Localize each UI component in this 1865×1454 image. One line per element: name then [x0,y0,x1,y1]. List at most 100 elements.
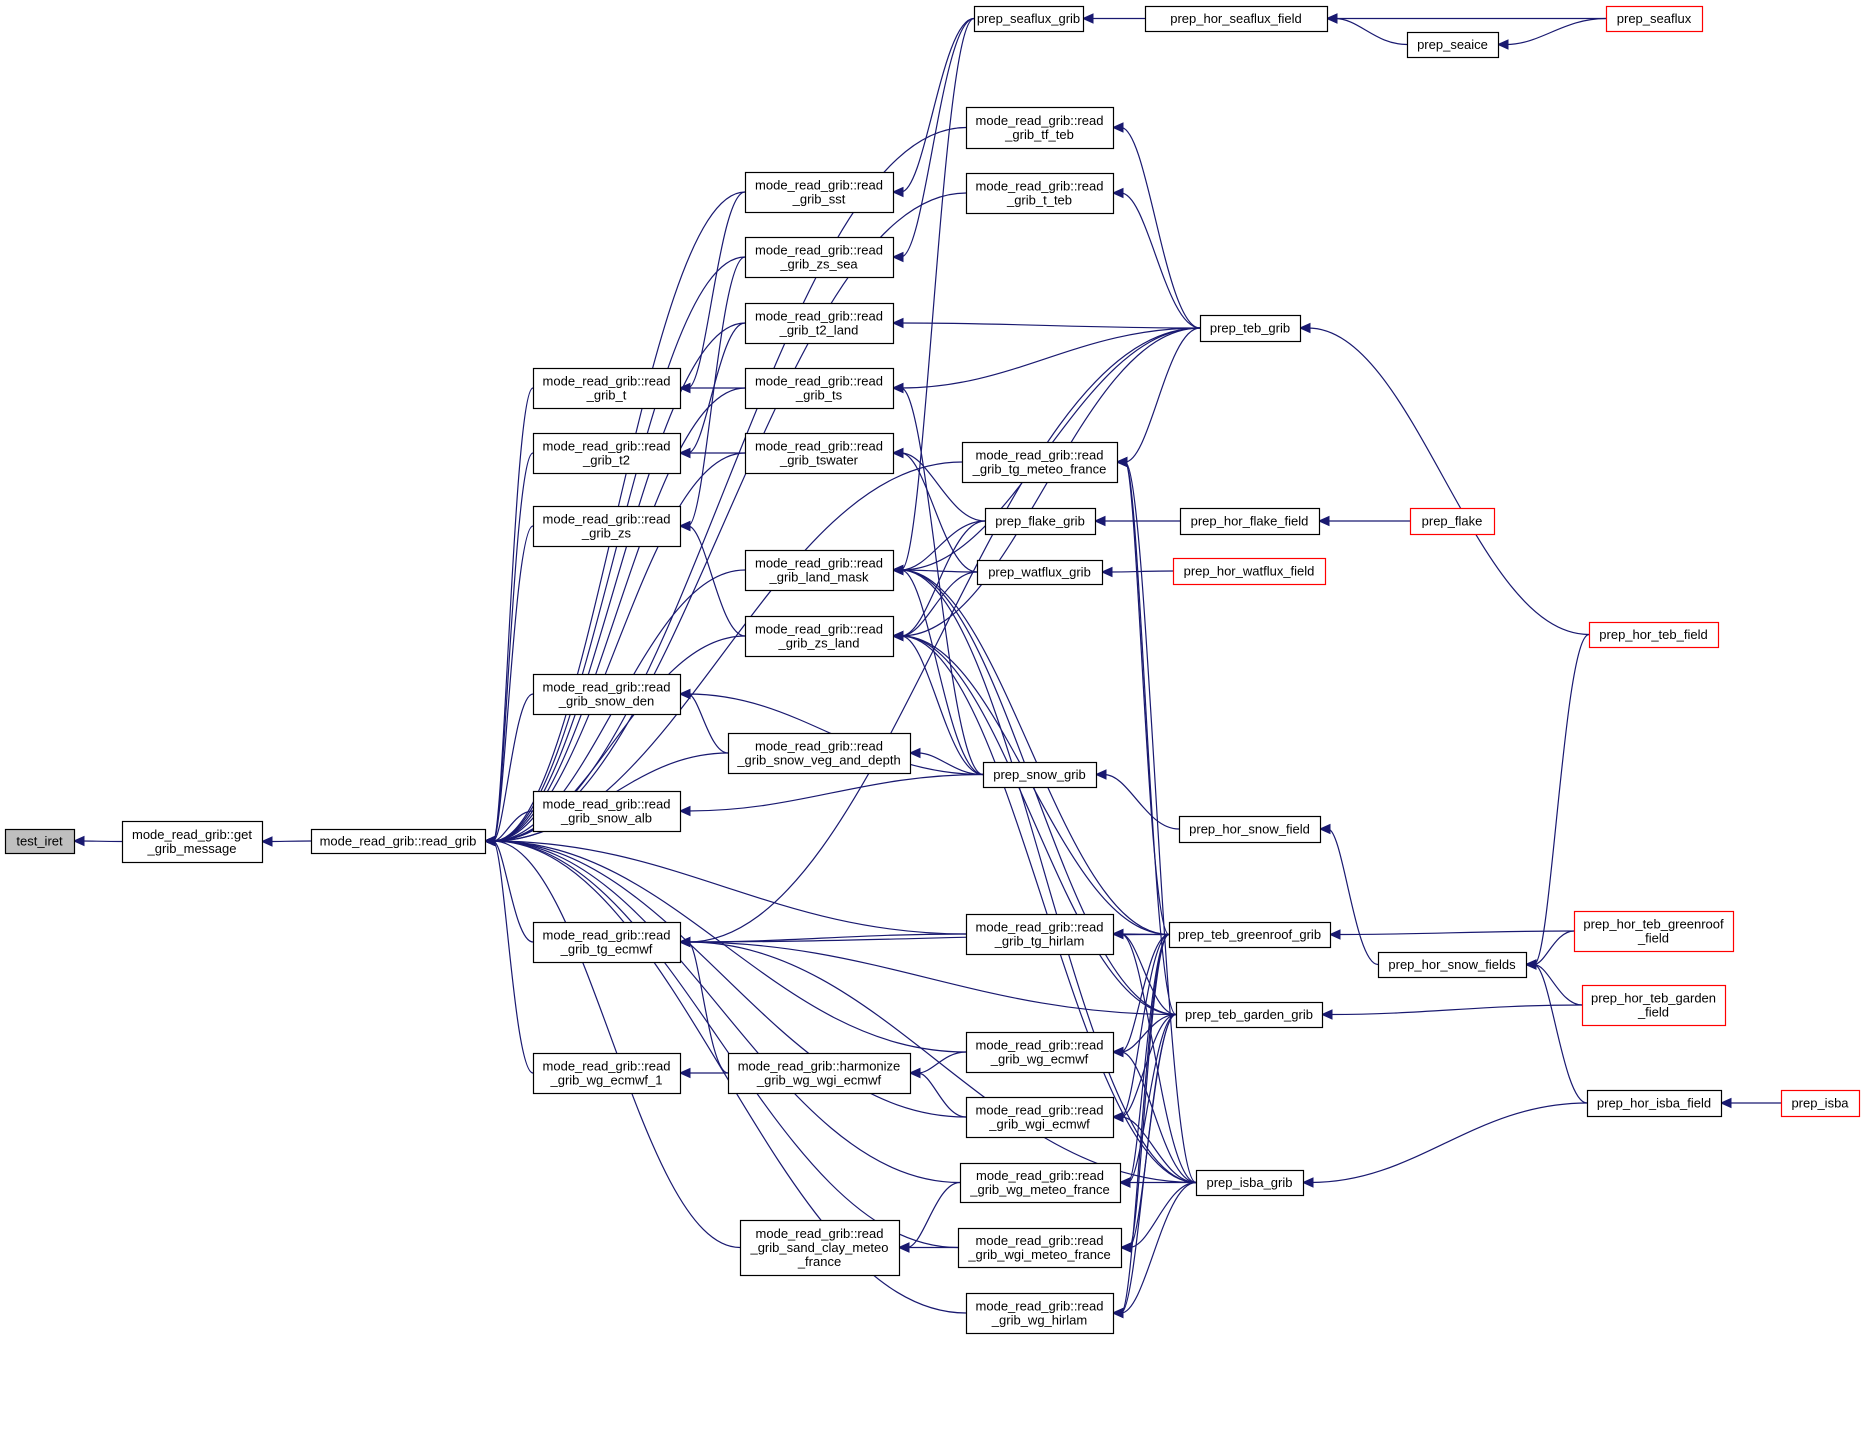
graph-node-get-grib-message[interactable]: mode_read_grib::get_grib_message [121,820,264,864]
node-label: mode_read_grib::read [543,512,671,527]
node-label: prep_hor_watflux_field [1184,564,1315,579]
graph-node-read-grib-wg-ecmwf[interactable]: mode_read_grib::read_grib_wg_ecmwf [965,1031,1115,1074]
node-box [121,820,264,864]
node-label: prep_teb_grib [1210,321,1290,336]
call-edge [483,525,534,847]
call-edge [1317,515,1411,527]
call-edge [1118,1177,1196,1188]
node-label: mode_read_grib::read [976,1299,1104,1314]
graph-node-read-grib-wg-meteo-france[interactable]: mode_read_grib::read_grib_wg_meteo_franc… [959,1162,1122,1204]
call-edge [891,564,1170,936]
graph-node-read-grib-zs[interactable]: mode_read_grib::read_grib_zs [532,505,682,548]
call-edge [483,835,967,935]
graph-node-read-grib[interactable]: mode_read_grib::read_grib [310,828,487,855]
node-box [973,5,1085,33]
graph-node-read-grib-sst[interactable]: mode_read_grib::read_grib_sst [744,171,895,214]
node-label: mode_read_grib::read [976,448,1104,463]
node-label: mode_read_grib::read [543,797,671,812]
graph-node-read-grib-t[interactable]: mode_read_grib::read_grib_t [532,367,682,410]
graph-node-prep-hor-seaflux-field[interactable]: prep_hor_seaflux_field [1144,5,1329,33]
graph-node-read-grib-zs-land[interactable]: mode_read_grib::read_grib_zs_land [744,615,895,658]
node-label: _grib_wg_ecmwf [990,1052,1089,1067]
graph-node-prep-snow-grib[interactable]: prep_snow_grib [982,761,1098,789]
graph-node-prep-flake[interactable]: prep_flake [1409,507,1496,536]
graph-node-read-grib-tg-meteo-france[interactable]: mode_read_grib::read_grib_tg_meteo_franc… [961,441,1119,484]
graph-node-prep-isba-grib[interactable]: prep_isba_grib [1195,1169,1305,1197]
node-box [982,761,1098,789]
graph-node-prep-teb-grib[interactable]: prep_teb_grib [1199,314,1302,343]
graph-node-read-grib-snow-alb[interactable]: mode_read_grib::read_grib_snow_alb [532,790,682,833]
graph-node-prep-flake-grib[interactable]: prep_flake_grib [984,507,1097,536]
call-edge [678,1067,729,1079]
call-edge [678,382,746,394]
node-box [4,828,76,855]
node-label: _grib_t [586,388,627,403]
graph-node-prep-isba[interactable]: prep_isba [1780,1089,1861,1118]
node-box [965,913,1115,956]
node-box [1588,621,1720,649]
edges-layer [72,13,1781,1319]
graph-node-read-grib-wg-hirlam[interactable]: mode_read_grib::read_grib_wg_hirlam [965,1292,1115,1335]
graph-node-prep-hor-teb-greenroof-field[interactable]: prep_hor_teb_greenroof_field [1573,910,1735,953]
graph-node-prep-hor-teb-garden-field[interactable]: prep_hor_teb_garden_field [1581,984,1727,1027]
graph-node-prep-hor-snow-field[interactable]: prep_hor_snow_field [1178,815,1322,844]
node-label: _grib_wgi_ecmwf [988,1117,1090,1132]
node-box [1586,1089,1723,1118]
graph-node-prep-seaflux[interactable]: prep_seaflux [1605,5,1704,33]
graph-node-read-grib-zs-sea[interactable]: mode_read_grib::read_grib_zs_sea [744,236,895,279]
node-box [727,732,912,775]
graph-node-read-grib-tg-hirlam[interactable]: mode_read_grib::read_grib_tg_hirlam [965,913,1115,956]
node-box [1178,815,1322,844]
graph-node-prep-watflux-grib[interactable]: prep_watflux_grib [976,559,1104,586]
graph-node-read-grib-wg-ecmwf-1[interactable]: mode_read_grib::read_grib_wg_ecmwf_1 [532,1052,682,1095]
node-label: _grib_tg_hirlam [994,934,1085,949]
node-box [965,172,1115,215]
node-label: mode_read_grib::read [755,556,883,571]
graph-node-read-grib-wgi-meteo-france[interactable]: mode_read_grib::read_grib_wgi_meteo_fran… [957,1227,1123,1269]
graph-node-read-grib-t-teb[interactable]: mode_read_grib::read_grib_t_teb [965,172,1115,215]
graph-node-read-grib-t2-land[interactable]: mode_read_grib::read_grib_t2_land [744,302,895,345]
node-label: mode_read_grib::read [755,374,883,389]
graph-node-prep-hor-flake-field[interactable]: prep_hor_flake_field [1179,507,1321,536]
graph-node-read-grib-ts[interactable]: mode_read_grib::read_grib_ts [744,367,895,410]
graph-node-read-grib-wgi-ecmwf[interactable]: mode_read_grib::read_grib_wgi_ecmwf [965,1096,1115,1139]
node-box [1179,507,1321,536]
node-box [532,921,682,964]
node-label: _grib_tg_meteo_france [972,462,1107,477]
node-box [1175,1001,1324,1029]
graph-node-test-iret[interactable]: test_iret [4,828,76,855]
node-label: prep_snow_grib [993,767,1086,782]
graph-node-prep-hor-watflux-field[interactable]: prep_hor_watflux_field [1172,557,1327,586]
graph-node-prep-hor-snow-fields[interactable]: prep_hor_snow_fields [1377,951,1528,979]
graph-node-read-grib-t2[interactable]: mode_read_grib::read_grib_t2 [532,432,682,475]
graph-node-prep-seaice[interactable]: prep_seaice [1406,31,1500,59]
graph-node-read-grib-tg-ecmwf[interactable]: mode_read_grib::read_grib_tg_ecmwf [532,921,682,964]
graph-node-read-grib-tswater[interactable]: mode_read_grib::read_grib_tswater [744,432,895,475]
node-box [984,507,1097,536]
node-label: _grib_tf_teb [1004,127,1074,142]
call-edge [1111,1181,1197,1319]
call-edge [1119,1181,1197,1253]
node-label: mode_read_grib::read [755,439,883,454]
graph-node-prep-teb-greenroof-grib[interactable]: prep_teb_greenroof_grib [1168,921,1332,949]
node-box [744,432,895,475]
graph-node-read-grib-sand-clay-meteo-france[interactable]: mode_read_grib::read_grib_sand_clay_mete… [739,1219,901,1277]
node-label: mode_read_grib::read [976,1103,1104,1118]
graph-node-read-grib-land-mask[interactable]: mode_read_grib::read_grib_land_mask [744,549,895,592]
node-label: _grib_snow_veg_and_depth [736,753,900,768]
graph-node-read-grib-snow-den[interactable]: mode_read_grib::read_grib_snow_den [532,673,682,716]
graph-node-prep-hor-teb-field[interactable]: prep_hor_teb_field [1588,621,1720,649]
graph-node-prep-seaflux-grib[interactable]: prep_seaflux_grib [973,5,1085,33]
node-box [976,559,1104,586]
graph-node-prep-hor-isba-field[interactable]: prep_hor_isba_field [1586,1089,1723,1118]
graph-node-read-grib-tf-teb[interactable]: mode_read_grib::read_grib_tf_teb [965,106,1115,150]
node-label: prep_watflux_grib [988,565,1091,580]
node-box [744,171,895,214]
node-label: mode_read_grib::read [755,243,883,258]
call-edge [1111,187,1201,329]
graph-node-harmonize-grib-wg-wgi-ecmwf[interactable]: mode_read_grib::harmonize_grib_wg_wgi_ec… [727,1052,912,1095]
graph-node-prep-teb-garden-grib[interactable]: prep_teb_garden_grib [1175,1001,1324,1029]
graph-node-read-grib-snow-veg-and-depth[interactable]: mode_read_grib::read_grib_snow_veg_and_d… [727,732,912,775]
call-edge [1719,1097,1781,1109]
